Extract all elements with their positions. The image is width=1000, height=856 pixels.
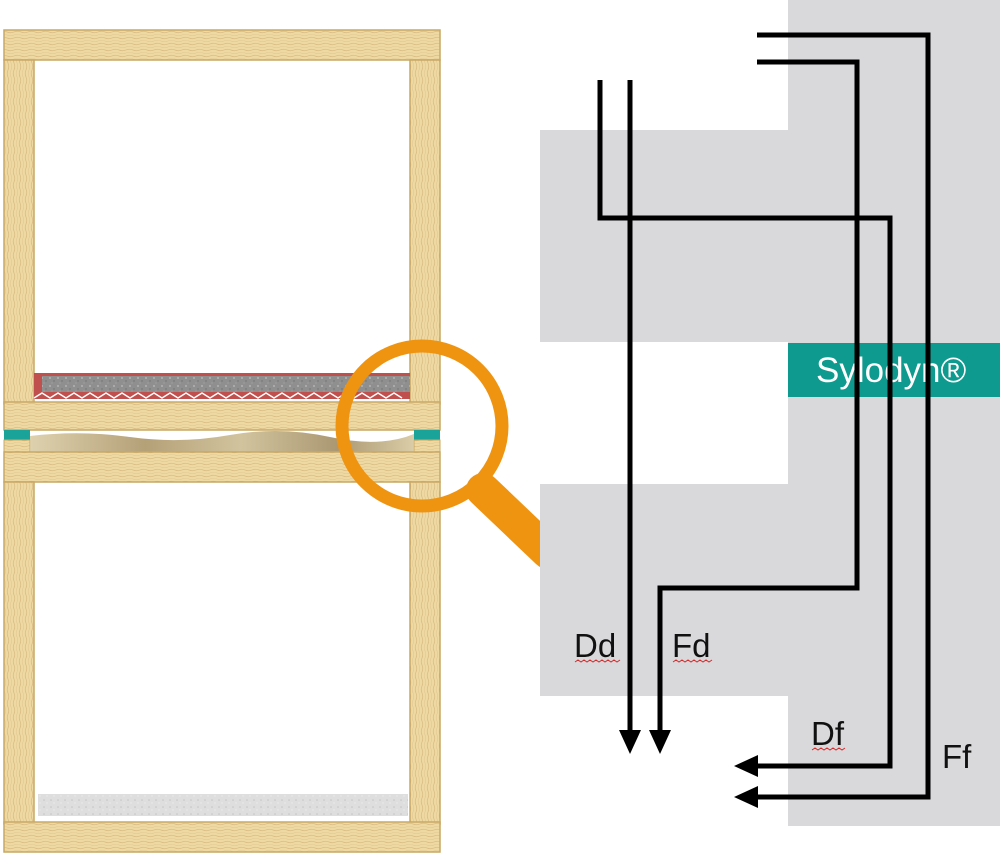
squiggle-dd	[574, 659, 621, 663]
upper-slab-gray	[540, 130, 790, 342]
resilient-layer-right	[414, 430, 440, 440]
resilient-bearing-right	[413, 439, 441, 453]
arrow-df	[734, 755, 758, 777]
brand-band	[788, 343, 1000, 397]
resilient-bearing-left	[3, 439, 31, 453]
label-ff: Ff	[942, 738, 972, 775]
top-slab	[3, 29, 441, 61]
insulation-fill	[30, 430, 414, 452]
floor-slab-lower	[3, 451, 441, 483]
arrow-fd	[649, 730, 671, 754]
wavy-underlayer	[33, 392, 403, 399]
floor-screed	[42, 376, 410, 392]
floor-slab-upper	[3, 401, 441, 431]
upper-left-wall	[3, 59, 35, 405]
lower-right-wall	[409, 481, 441, 825]
bottom-slab	[3, 821, 441, 853]
label-dd: Dd	[574, 627, 616, 664]
path-ff	[756, 32, 931, 800]
arrow-dd	[619, 730, 641, 754]
magnifier-icon	[335, 339, 565, 569]
lower-left-wall	[3, 481, 35, 825]
lower-floor-fill	[38, 794, 408, 816]
arrow-ff	[734, 786, 758, 808]
squiggle-fd	[672, 659, 713, 663]
resilient-layer-left	[4, 430, 30, 440]
path-fd	[657, 59, 860, 730]
building-section	[3, 29, 441, 853]
path-df	[597, 80, 893, 769]
label-fd: Fd	[672, 627, 711, 664]
squiggle-df	[811, 747, 846, 751]
schematic: Sylodyn® Dd Fd Df Ff	[540, 0, 1000, 826]
vertical-element-gray	[788, 0, 1000, 826]
label-df: Df	[811, 715, 845, 752]
